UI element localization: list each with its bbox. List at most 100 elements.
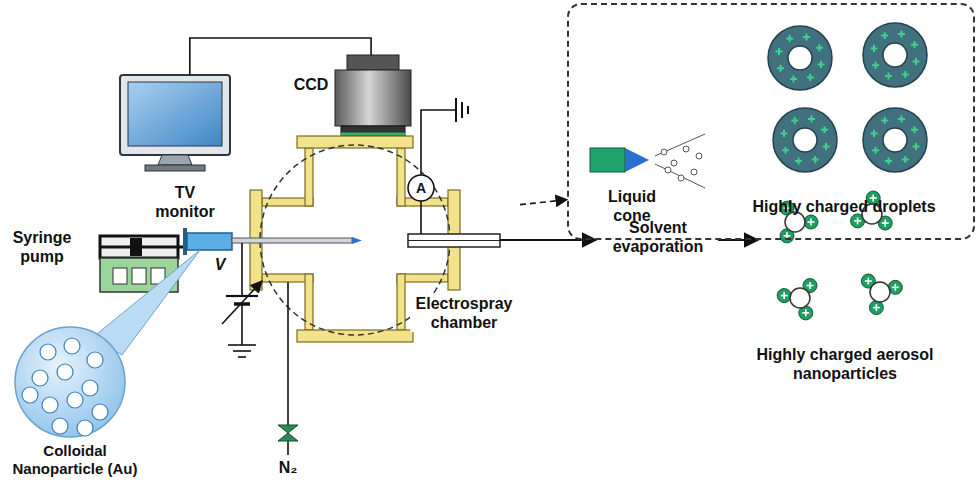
part-label: A [411,179,431,197]
aerosol-nanoparticle [804,215,818,229]
chamber-cross [297,330,413,342]
charged-droplet [884,117,886,124]
syringe-pump [100,246,185,249]
charged-droplet [915,143,917,150]
aerosol-nanoparticle [876,304,878,311]
syringe-pump [130,238,142,256]
part-label: V [211,255,229,274]
charged-droplet [863,108,927,172]
liquid-cone [655,164,705,188]
syringe-needle [352,237,362,244]
aerosol-nanoparticle [790,288,810,308]
charged-droplet [883,43,907,67]
collector-circuit [461,102,463,118]
colloid-bubble [92,250,200,355]
charged-droplet [883,128,907,152]
voltage-source [222,243,262,357]
part-label: Solvent evaporation [600,218,716,256]
charged-droplet [778,48,780,55]
liquid-cone [678,175,684,181]
n2-inlet [287,282,289,425]
charged-droplet [873,130,875,137]
aerosol-nanoparticle [870,282,890,302]
charged-droplet [875,62,877,69]
colloid-bubble [52,418,68,434]
colloid-bubble [22,338,108,436]
node-label: Electrospray chamber [410,294,518,332]
charged-droplet [768,26,832,90]
charged-droplet [863,23,927,87]
charged-droplet [904,71,906,78]
liquid-cone [590,148,625,172]
colloid-bubble [15,327,125,437]
charged-droplet [823,126,825,133]
charged-droplet [887,158,889,165]
collector-circuit [408,175,434,201]
part-label: Syringe pump [4,228,80,266]
charged-droplet [797,158,799,165]
syringe-pump [132,268,146,284]
voltage-source [238,356,246,358]
charged-droplet [788,46,812,70]
liquid-cone [625,148,649,172]
syringe-needle [187,233,232,250]
colloid-bubble [82,380,98,396]
collector-circuit [467,106,469,114]
charged-droplet [773,108,837,172]
charged-droplet [863,23,927,87]
voltage-source [228,344,256,346]
callout-box: Liquid coneHighly charged droplets [567,3,975,240]
charged-droplet [913,126,915,133]
node-label: TV monitor [145,183,225,221]
colloid-bubble [92,404,108,420]
syringe-needle [183,228,362,255]
charged-droplet [820,61,822,68]
charged-droplet [901,115,903,122]
part-label: Colloidal Nanoparticle (Au) [0,442,150,478]
charged-droplet [825,143,827,150]
charged-droplet [780,65,782,72]
charged-droplet [768,23,927,172]
charged-droplet [913,41,915,48]
n2-inlet [278,282,298,455]
collector-circuit [408,240,500,241]
charged-droplet [809,74,811,81]
aerosol-nanoparticle [777,279,817,320]
chamber-cross [297,136,413,148]
voltage-source [241,304,243,345]
collector-circuit [408,234,500,247]
component-node: Electrospray chamber [246,136,520,344]
tv-monitor [120,75,230,155]
part-label: N₂ [270,458,306,477]
charged-droplet [915,58,917,65]
voltage-source [226,295,258,297]
charged-droplet [901,30,903,37]
colloid-bubble [64,338,80,354]
liquid-cone [691,169,697,175]
colloid-bubble [42,397,58,413]
colloid-bubble [87,352,103,368]
colloid-bubble [57,364,73,380]
tv-monitor [120,75,230,171]
aerosol-nanoparticle [805,309,807,316]
liquid-cone [590,134,705,188]
charged-droplet [773,108,837,172]
collector-circuit [455,98,457,122]
charged-droplet [794,117,796,124]
aerosol-nanoparticle [869,301,883,315]
connector [190,38,371,75]
charged-droplet [793,128,817,152]
collector-circuit [421,110,456,175]
charged-droplet [875,147,877,154]
charged-droplet [814,156,816,163]
charged-droplet [811,115,813,122]
charged-droplet [887,73,889,80]
aerosol-nanoparticle [783,292,785,299]
aerosol-nanoparticle [861,274,902,315]
n2-inlet [278,425,298,441]
syringe-needle [232,238,352,243]
ccd-camera [341,133,405,136]
colloid-bubble [40,344,56,360]
liquid-cone [665,167,671,173]
liquid-cone [696,153,702,159]
